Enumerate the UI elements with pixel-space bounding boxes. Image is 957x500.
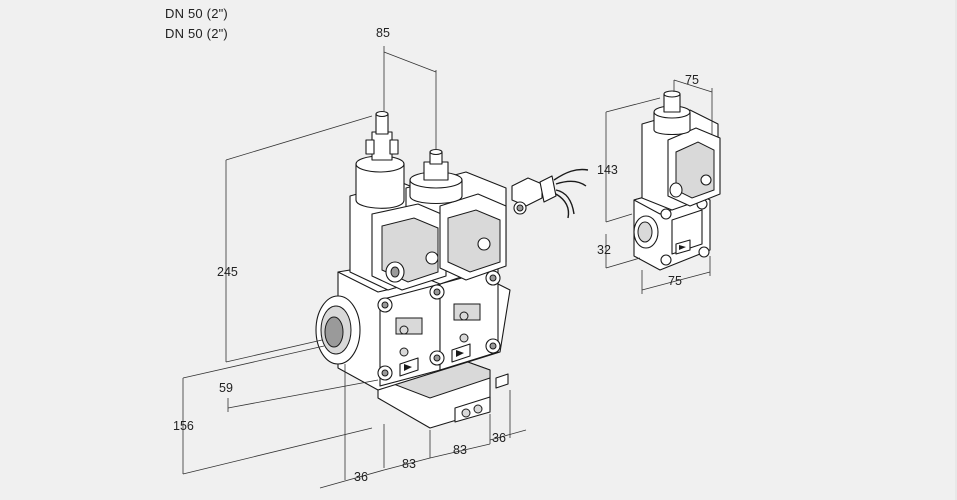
flow-arrow-1 — [404, 364, 412, 371]
side-connector-top — [663, 90, 681, 98]
flow-arrow-2 — [456, 350, 464, 357]
lower-screw-1 — [461, 408, 471, 418]
coil-face-right — [447, 209, 501, 273]
dim-245: 245 — [217, 265, 238, 279]
connector-left-cap — [375, 110, 389, 118]
dim-36-side: 36 — [492, 431, 506, 445]
dim-83-b: 83 — [453, 443, 467, 457]
inlet-bore-inner — [324, 316, 344, 348]
side-valve-assembly — [633, 90, 721, 271]
main-valve-assembly — [315, 110, 511, 429]
plug-with-cable — [511, 168, 589, 219]
cable-gland-inner — [390, 266, 400, 278]
dim-75-top: 75 — [685, 73, 699, 87]
dim-83-a: 83 — [402, 457, 416, 471]
dim-32: 32 — [597, 243, 611, 257]
connector-right-cap — [429, 148, 443, 156]
dim-36-bottom: 36 — [354, 470, 368, 484]
dim-75-bottom: 75 — [668, 274, 682, 288]
connector-right-body — [423, 161, 449, 181]
connector-left-tab-2 — [389, 139, 399, 155]
side-port-bore — [637, 221, 653, 243]
lower-screw-2 — [473, 404, 483, 414]
dimension-labels: 85 245 59 156 36 83 83 36 75 143 32 75 — [173, 26, 699, 484]
side-gland — [669, 182, 683, 198]
side-coil-screw — [700, 174, 712, 186]
dim-143: 143 — [597, 163, 618, 177]
title-line-1: DN 50 (2") — [165, 6, 228, 21]
title-line-2: DN 50 (2") — [165, 26, 228, 41]
connector-left-tab-1 — [365, 139, 375, 155]
cap-left — [355, 163, 405, 209]
connector-left-body — [371, 131, 393, 161]
cable-wires — [553, 168, 589, 219]
coil-screw-right — [477, 237, 491, 251]
side-flow-arrow — [679, 245, 686, 250]
plug-gland-inner — [516, 204, 524, 212]
plug-sleeve — [539, 175, 557, 203]
plug-body — [511, 177, 543, 207]
dim-59: 59 — [219, 381, 233, 395]
dim-156: 156 — [173, 419, 194, 433]
bolts — [377, 270, 501, 381]
dim-85: 85 — [376, 26, 390, 40]
dimension-lines — [182, 46, 713, 489]
side-nipple — [495, 373, 509, 389]
frame-border — [955, 0, 957, 500]
coil-screw-left — [425, 251, 439, 265]
